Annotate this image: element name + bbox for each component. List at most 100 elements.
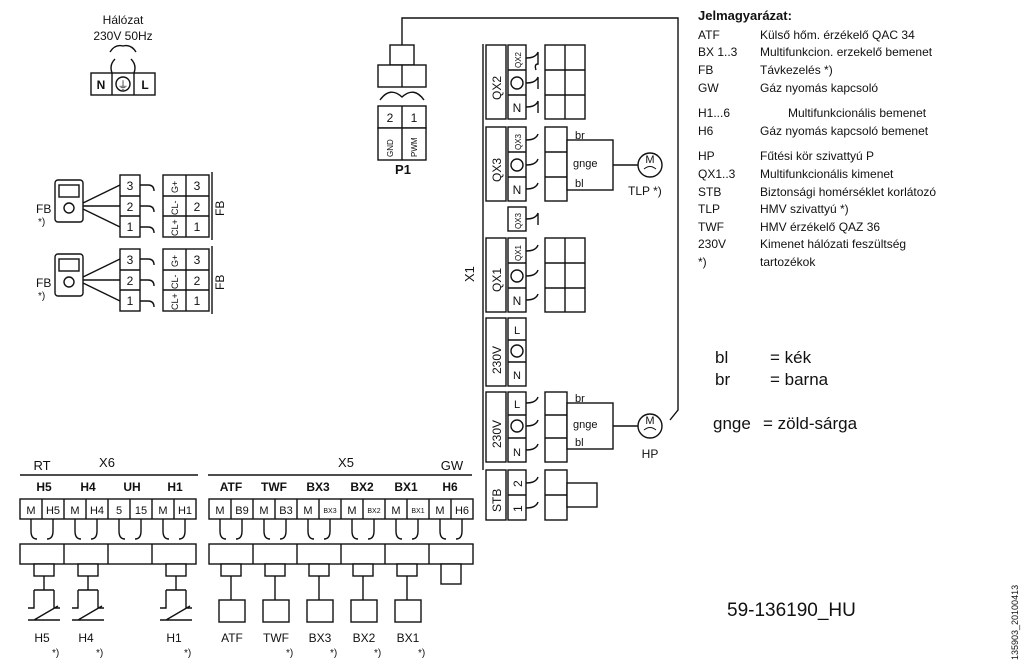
svg-text:bl: bl (575, 178, 584, 190)
svg-text:QX1: QX1 (514, 244, 523, 261)
svg-text:H4: H4 (80, 480, 96, 494)
svg-text:230V: 230V (490, 346, 504, 374)
tlp-label: TLP *) (628, 184, 662, 198)
svg-text:*): *) (52, 648, 59, 659)
fb1-block-label: FB (213, 201, 227, 216)
svg-text:BX2: BX2 (367, 508, 380, 515)
fb2-block-label: FB (213, 275, 227, 290)
svg-text:H5: H5 (36, 480, 52, 494)
legend-title: Jelmagyarázat: (698, 8, 792, 23)
svg-text:H5: H5 (46, 505, 60, 517)
svg-text:QX2: QX2 (514, 51, 523, 68)
svg-text:*): *) (418, 648, 425, 659)
svg-text:⏚: ⏚ (118, 79, 129, 92)
svg-text:H1: H1 (178, 505, 192, 517)
fb2-label: FB (36, 276, 51, 290)
svg-text:N: N (513, 183, 522, 197)
svg-text:M: M (391, 505, 400, 517)
svg-text:L: L (514, 325, 520, 337)
svg-text:3: 3 (127, 179, 134, 193)
svg-text:1: 1 (127, 294, 134, 308)
svg-text:N: N (513, 370, 521, 382)
svg-text:H6: H6 (442, 480, 458, 494)
svg-text:BX1: BX1 (394, 480, 418, 494)
fb-remote-2: FB *) 3 2 1 G+ CL- CL+ 3 2 1 FB (36, 246, 227, 314)
svg-text:2: 2 (511, 480, 525, 487)
svg-text:H4: H4 (78, 631, 94, 645)
color-row: bl= kék (715, 348, 812, 367)
svg-text:br: br (575, 130, 585, 142)
svg-text:UH: UH (123, 480, 140, 494)
x5-label: X5 (338, 455, 354, 470)
svg-text:2: 2 (127, 274, 134, 288)
mains-block: Hálózat 230V 50Hz N ⏚ L (90, 13, 156, 96)
svg-text:CL-: CL- (170, 274, 180, 289)
mains-title: Hálózat (103, 13, 144, 27)
svg-text:2: 2 (194, 200, 201, 214)
svg-text:L: L (514, 399, 520, 411)
svg-text:*): *) (96, 648, 103, 659)
svg-text:1: 1 (194, 220, 201, 234)
svg-text:*): *) (330, 648, 337, 659)
svg-text:br: br (575, 393, 585, 405)
svg-text:H5: H5 (34, 631, 50, 645)
svg-text:1: 1 (127, 220, 134, 234)
svg-text:3: 3 (194, 179, 201, 193)
svg-text:N: N (513, 101, 522, 115)
svg-text:*): *) (184, 648, 191, 659)
fb1-label: FB (36, 202, 51, 216)
svg-text:CL+: CL+ (170, 219, 180, 236)
mains-voltage: 230V 50Hz (93, 29, 152, 43)
svg-text:QX1: QX1 (490, 268, 504, 292)
svg-text:ATF: ATF (220, 480, 242, 494)
x6-label: X6 (99, 455, 115, 470)
svg-text:M: M (215, 505, 224, 517)
svg-text:PWM: PWM (410, 137, 419, 157)
svg-text:N: N (513, 294, 522, 308)
svg-text:G+: G+ (170, 181, 180, 193)
svg-text:ATF: ATF (221, 631, 243, 645)
svg-text:H4: H4 (90, 505, 104, 517)
svg-text:3: 3 (127, 253, 134, 267)
svg-text:BX1: BX1 (411, 508, 424, 515)
svg-text:M: M (435, 505, 444, 517)
svg-text:gnge: gnge (573, 419, 597, 431)
svg-text:M: M (303, 505, 312, 517)
svg-text:CL-: CL- (170, 200, 180, 215)
svg-text:BX1: BX1 (397, 631, 420, 645)
svg-text:BX3: BX3 (309, 631, 332, 645)
p1-label: P1 (395, 162, 411, 177)
svg-text:M: M (158, 505, 167, 517)
svg-text:M: M (259, 505, 268, 517)
svg-text:bl: bl (575, 437, 584, 449)
svg-text:N: N (97, 78, 106, 92)
svg-text:230V: 230V (490, 420, 504, 448)
svg-text:QX3: QX3 (490, 158, 504, 182)
date-stamp: 135903_20100413 (1010, 584, 1020, 660)
svg-text:*): *) (38, 291, 45, 302)
svg-text:GND: GND (386, 139, 395, 157)
fb-remote-1: FB *) 3 2 1 G+ CL- CL+ 3 2 1 FB (36, 172, 227, 240)
svg-text:15: 15 (135, 505, 147, 517)
svg-text:B9: B9 (235, 505, 248, 517)
svg-text:M: M (645, 154, 654, 166)
svg-text:M: M (26, 505, 35, 517)
x5-block: X5 GW ATF TWF BX3 BX2 BX1 H6 M B9 M B3 M… (208, 455, 474, 659)
svg-text:1: 1 (194, 294, 201, 308)
svg-text:QX3: QX3 (514, 212, 523, 229)
svg-text:TWF: TWF (263, 631, 289, 645)
svg-text:CL+: CL+ (170, 293, 180, 310)
svg-text:QX3: QX3 (514, 133, 523, 150)
svg-text:BX2: BX2 (350, 480, 374, 494)
